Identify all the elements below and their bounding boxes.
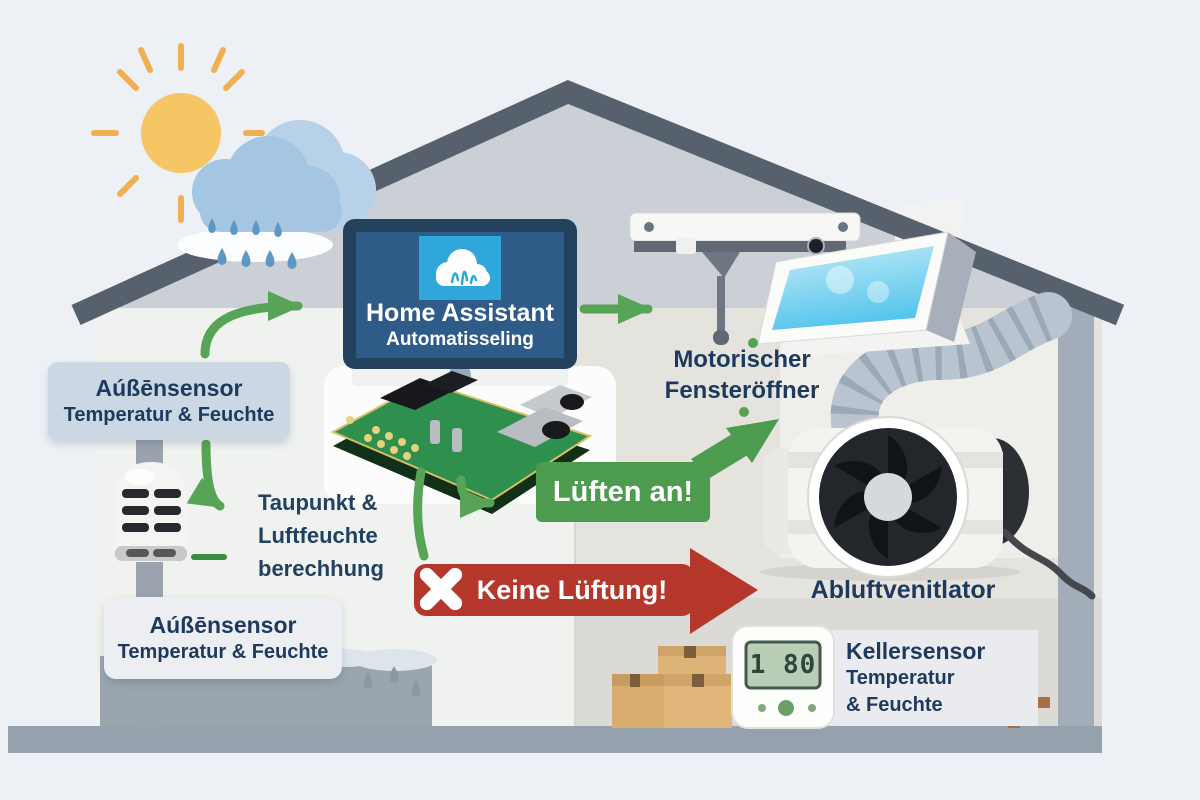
flow-arrows-green bbox=[186, 291, 653, 561]
raspberry-pi-board bbox=[330, 371, 593, 514]
monitor-subtitle: Automatisseling bbox=[386, 329, 534, 350]
no-ventilation-badge: Keine Lüftung! bbox=[452, 564, 692, 616]
ventilation-on-badge: Lüften an! bbox=[536, 462, 710, 522]
power-cable bbox=[1001, 528, 1096, 600]
outdoor-sensor-top-subtitle: Temperatur & Feuchte bbox=[63, 404, 275, 426]
arrow-sensor-to-monitor bbox=[200, 291, 303, 359]
cardboard-boxes bbox=[612, 646, 732, 728]
cellar-sensor-label: Kellersensor Temperatur & Feuchte bbox=[846, 637, 1036, 719]
outdoor-sensor-bottom-subtitle: Temperatur & Feuchte bbox=[117, 641, 329, 663]
cellar-sensor-line1: Kellersensor bbox=[846, 638, 986, 664]
window-opener-line1: Motorischer bbox=[673, 346, 811, 373]
cellar-sensor-line3: & Feuchte bbox=[846, 694, 943, 716]
arrow-pi-to-badge bbox=[456, 475, 495, 518]
outdoor-sensor-device bbox=[115, 440, 187, 730]
sun-icon bbox=[91, 43, 265, 223]
no-ventilation-arrow-shape bbox=[414, 548, 758, 634]
x-icon bbox=[419, 567, 463, 611]
lcd-digits: 1 80 bbox=[749, 650, 817, 680]
dewpoint-line3: berechhung bbox=[258, 556, 384, 581]
dewpoint-line1: Taupunkt & bbox=[258, 490, 378, 515]
floor bbox=[8, 726, 1102, 753]
ventilation-on-text: Lüften an! bbox=[552, 475, 694, 508]
dewpoint-label: Taupunkt & Luftfeuchte berechhung bbox=[258, 486, 428, 585]
home-assistant-logo bbox=[419, 236, 501, 300]
exhaust-fan-assembly bbox=[760, 292, 1096, 600]
rain-cloud-icon bbox=[177, 120, 376, 269]
cellar-sensor-line2: Temperatur bbox=[846, 667, 955, 689]
arrow-to-dewpoint bbox=[186, 439, 225, 511]
cellar-thermostat-device bbox=[731, 625, 835, 729]
cellar-label-panel bbox=[830, 630, 1038, 726]
no-ventilation-text: Keine Lüftung! bbox=[476, 574, 668, 605]
exhaust-fan-label: Abluftvenitlator bbox=[788, 576, 1018, 605]
ventilation-on-badge-shape bbox=[536, 419, 779, 522]
monitor-title: Home Assistant bbox=[365, 299, 554, 327]
open-window bbox=[757, 231, 976, 358]
window-opener-device bbox=[629, 212, 861, 345]
outdoor-sensor-label-top: Aúßēnsensor Temperatur & Feuchte bbox=[48, 362, 290, 440]
window-opener-label: Motorischer Fensteröffner bbox=[622, 344, 862, 406]
window-opener-line2: Fensteröffner bbox=[664, 377, 820, 404]
lcd-display bbox=[744, 640, 822, 690]
monitor-screen-text: Home Assistant Automatisseling bbox=[352, 299, 568, 352]
outdoor-sensor-bottom-title: Aúßēnsensor bbox=[149, 612, 297, 638]
right-wall bbox=[1058, 308, 1094, 728]
line-pi-down bbox=[413, 467, 429, 561]
outdoor-sensor-label-bottom: Aúßēnsensor Temperatur & Feuchte bbox=[104, 597, 342, 679]
home-assistant-monitor bbox=[343, 219, 577, 386]
rain-drops bbox=[208, 218, 297, 269]
lcd-value: 1 80 bbox=[747, 643, 819, 687]
dewpoint-line2: Luftfeuchte bbox=[258, 523, 378, 548]
exhaust-fan-text: Abluftvenitlator bbox=[810, 576, 996, 604]
outdoor-sensor-top-title: Aúßēnsensor bbox=[95, 375, 243, 401]
